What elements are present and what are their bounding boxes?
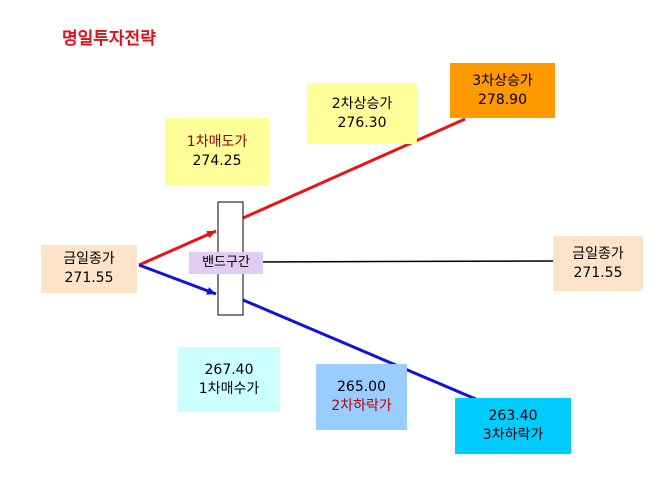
box-value: 276.30 [337,114,387,131]
rise-3-box: 3차상승가 278.90 [450,63,555,118]
box-value: 271.55 [64,270,114,286]
box-value: 265.00 [337,379,386,395]
today-close-box-right: 금일종가 271.55 [553,236,643,291]
rise-arrow-line [138,229,217,267]
band-label: 밴드구간 [189,252,263,274]
box-label: 금일종가 [63,251,115,267]
box-value: 267.40 [204,361,254,378]
sell-1-box: 1차매도가 274.25 [165,118,269,186]
box-value: 263.40 [488,408,538,424]
box-label: 2차하락가 [331,398,392,414]
rise-line [242,117,466,220]
page-title: 명일투자전략 [62,29,156,49]
box-label: 1차매도가 [186,134,248,150]
fall-arrow-line [138,263,217,296]
box-value: 271.55 [573,264,623,281]
box-value: 274.25 [192,153,242,169]
today-close-box-left: 금일종가 271.55 [41,245,137,293]
fall-3-box: 263.40 3차하락가 [455,398,571,454]
rise-2-box: 2차상승가 276.30 [307,83,417,144]
neutral-line [242,260,554,263]
box-label: 3차하락가 [482,427,544,443]
fall-2-box: 265.00 2차하락가 [316,364,407,430]
box-label: 2차상승가 [331,95,393,112]
box-label: 1차매수가 [198,380,260,397]
box-value: 278.90 [478,91,527,108]
box-label: 금일종가 [572,245,624,262]
fall-line [242,298,479,402]
box-label: 3차상승가 [472,72,533,89]
buy-1-box: 267.40 1차매수가 [178,347,280,412]
